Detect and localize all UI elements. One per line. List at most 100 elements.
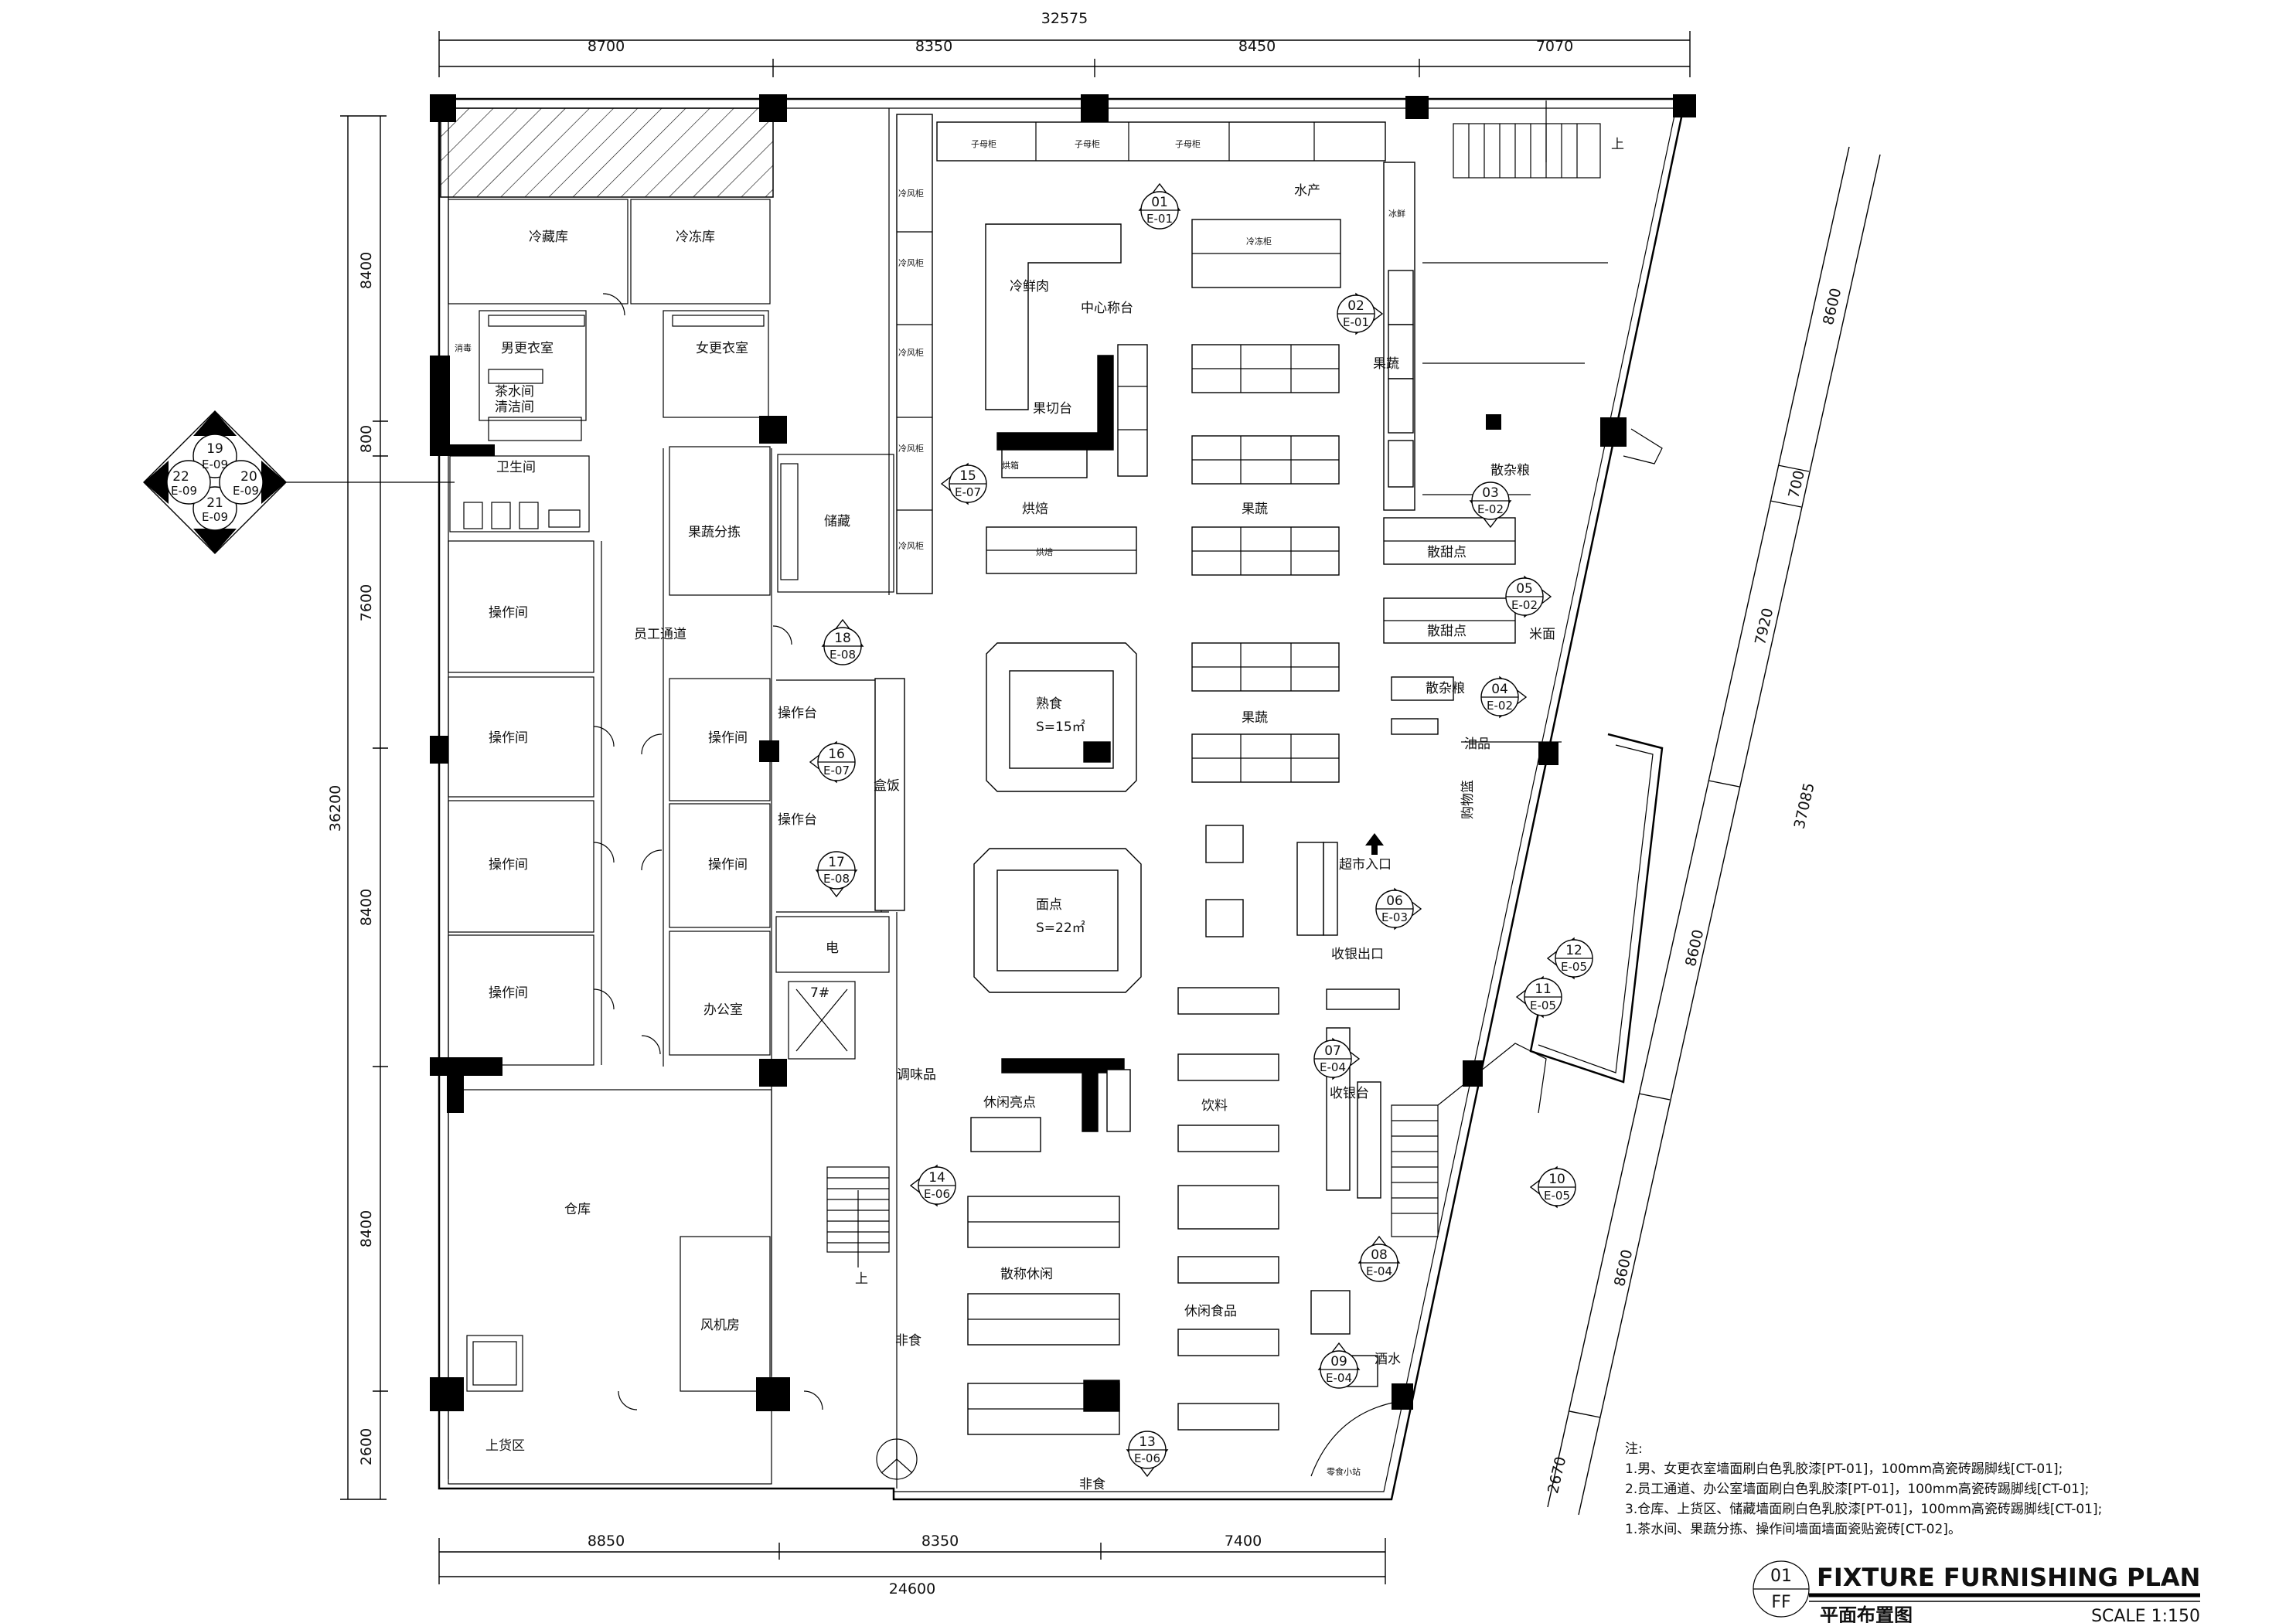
dimension-lines bbox=[340, 31, 1881, 1584]
marker-ref: E-04 bbox=[1326, 1371, 1352, 1385]
dim-top-1: 8700 bbox=[588, 38, 625, 55]
room-ops-1 bbox=[448, 540, 594, 673]
room-ops-4 bbox=[448, 934, 594, 1066]
dim-left-4: 8400 bbox=[358, 889, 375, 926]
label-bulk-grain-1: 散杂粮 bbox=[1490, 463, 1530, 478]
dim-left-total: 36200 bbox=[327, 785, 344, 832]
room-men-locker bbox=[479, 310, 587, 421]
back-of-house bbox=[448, 108, 898, 1489]
dim-left-2: 800 bbox=[358, 425, 375, 453]
marker-num: 06 bbox=[1386, 893, 1403, 909]
dim-top-2: 8350 bbox=[915, 38, 952, 55]
label-seasoning: 调味品 bbox=[897, 1067, 936, 1083]
dim-right-5: 8600 bbox=[1611, 1248, 1636, 1288]
label-liquor: 酒水 bbox=[1375, 1352, 1401, 1367]
label-entrance: 超市入口 bbox=[1339, 857, 1392, 873]
elevator bbox=[788, 981, 856, 1060]
key-marker-top: 19 bbox=[206, 441, 223, 457]
label-ops-2: 操作间 bbox=[489, 730, 528, 746]
label-bakery: 烘焙 bbox=[1022, 502, 1048, 517]
elevation-marker-18: 18 E-08 bbox=[821, 618, 864, 665]
elevation-marker-03: 03 E-02 bbox=[1469, 481, 1512, 529]
marker-ref: E-03 bbox=[1381, 910, 1408, 924]
label-mother-cabinet-2: 子母柜 bbox=[1075, 139, 1100, 149]
room-cold-storage bbox=[448, 199, 629, 305]
key-marker: 19 E-09 21 E-09 22 E-09 20 E-09 bbox=[143, 410, 455, 554]
dim-left-1: 8400 bbox=[358, 252, 375, 289]
dim-left-6: 2600 bbox=[358, 1428, 375, 1465]
label-cart: 购物篮 bbox=[1460, 780, 1476, 819]
label-cold-storage: 冷藏库 bbox=[529, 230, 568, 245]
label-loading: 上货区 bbox=[485, 1438, 525, 1454]
label-fruit-veg-2: 果蔬 bbox=[1242, 710, 1268, 726]
room-storage bbox=[777, 454, 894, 593]
cashier-counter bbox=[1326, 988, 1400, 1010]
elevation-marker-17: 17 E-08 bbox=[815, 851, 858, 898]
room-wc bbox=[449, 455, 590, 532]
label-bulk-sweets-2: 散甜点 bbox=[1427, 624, 1467, 639]
label-cold-cabinet-1: 冷风柜 bbox=[898, 189, 924, 199]
room-warehouse bbox=[448, 1089, 772, 1485]
marker-ref: E-02 bbox=[1511, 598, 1538, 612]
label-ops-4: 操作间 bbox=[489, 985, 528, 1001]
label-freezer: 冷冻库 bbox=[676, 230, 715, 245]
label-men-locker: 男更衣室 bbox=[501, 341, 554, 356]
dim-left-3: 7600 bbox=[358, 584, 375, 621]
elevation-marker-13: 13 E-06 bbox=[1126, 1431, 1169, 1478]
label-ops-6: 操作间 bbox=[708, 857, 748, 873]
label-office: 办公室 bbox=[703, 1002, 743, 1018]
compass-symbol bbox=[876, 1438, 918, 1480]
marker-num: 11 bbox=[1535, 982, 1552, 997]
room-office bbox=[669, 931, 771, 1056]
stair-top-right bbox=[1453, 123, 1601, 179]
elevation-marker-14: 14 E-06 bbox=[909, 1164, 956, 1207]
elevation-marker-12: 12 E-05 bbox=[1546, 937, 1593, 980]
elevation-marker-01: 01 E-01 bbox=[1138, 182, 1181, 230]
marker-ref: E-04 bbox=[1320, 1060, 1346, 1074]
label-ops-table-2: 操作台 bbox=[778, 812, 817, 828]
hatched-wall-area bbox=[440, 107, 774, 198]
room-ops-3 bbox=[448, 800, 594, 933]
label-mother-cabinet-1: 子母柜 bbox=[971, 139, 996, 149]
room-women-locker bbox=[663, 310, 769, 418]
notes-title: 注: bbox=[1625, 1441, 1643, 1457]
marker-ref: E-08 bbox=[823, 872, 850, 886]
label-bulk-grain-2: 散杂粮 bbox=[1426, 681, 1465, 696]
label-center-weigh: 中心称台 bbox=[1081, 301, 1133, 316]
label-staff-corridor: 员工通道 bbox=[634, 627, 686, 642]
label-seafood: 水产 bbox=[1294, 183, 1320, 199]
label-freezer-cabinet: 冷冻柜 bbox=[1246, 236, 1272, 247]
label-bulk-snacks: 散称休闲 bbox=[1000, 1267, 1053, 1282]
dim-right-total: 37085 bbox=[1791, 781, 1818, 831]
marker-ref: E-01 bbox=[1343, 315, 1369, 329]
key-marker-ref-top: E-09 bbox=[202, 458, 228, 471]
label-women-locker: 女更衣室 bbox=[696, 341, 748, 356]
marker-ref: E-06 bbox=[924, 1187, 950, 1201]
marker-num: 05 bbox=[1516, 581, 1533, 597]
elevation-marker-11: 11 E-05 bbox=[1515, 975, 1562, 1019]
entrance-arrow-icon bbox=[1365, 833, 1384, 855]
marker-ref: E-04 bbox=[1366, 1264, 1392, 1278]
marker-ref: E-07 bbox=[823, 764, 850, 777]
room-electric bbox=[775, 916, 890, 973]
marker-num: 13 bbox=[1139, 1434, 1156, 1450]
label-fresh-meat: 冷鲜肉 bbox=[1010, 279, 1049, 294]
marker-num: 09 bbox=[1330, 1354, 1347, 1370]
label-dryer: 烘箱 bbox=[1002, 460, 1019, 471]
notes-line-1: 1.男、女更衣室墙面刷白色乳胶漆[PT-01]，100mm高瓷砖踢脚线[CT-0… bbox=[1625, 1461, 2063, 1477]
label-kiosk: 零食小站 bbox=[1327, 1466, 1361, 1477]
label-fruit-sort: 果蔬分拣 bbox=[688, 525, 741, 540]
dim-top-4: 7070 bbox=[1536, 38, 1573, 55]
dim-top-total: 32575 bbox=[1041, 10, 1088, 27]
marker-num: 14 bbox=[928, 1170, 945, 1186]
dimension-labels: 32575 8700 8350 8450 7070 8850 8350 7400… bbox=[327, 10, 1845, 1597]
stair-left bbox=[826, 1166, 890, 1267]
notes-line-3: 3.仓库、上货区、储藏墙面刷白色乳胶漆[PT-01]，100mm高瓷砖踢脚线[C… bbox=[1625, 1502, 2102, 1517]
marker-num: 10 bbox=[1548, 1172, 1565, 1187]
label-cold-cabinet-3: 冷风柜 bbox=[898, 348, 924, 358]
label-cold-cabinet-2: 冷风柜 bbox=[898, 258, 924, 268]
label-pastry: 面点 bbox=[1036, 897, 1062, 913]
marker-num: 12 bbox=[1565, 943, 1582, 958]
key-marker-bottom: 21 bbox=[206, 495, 223, 511]
